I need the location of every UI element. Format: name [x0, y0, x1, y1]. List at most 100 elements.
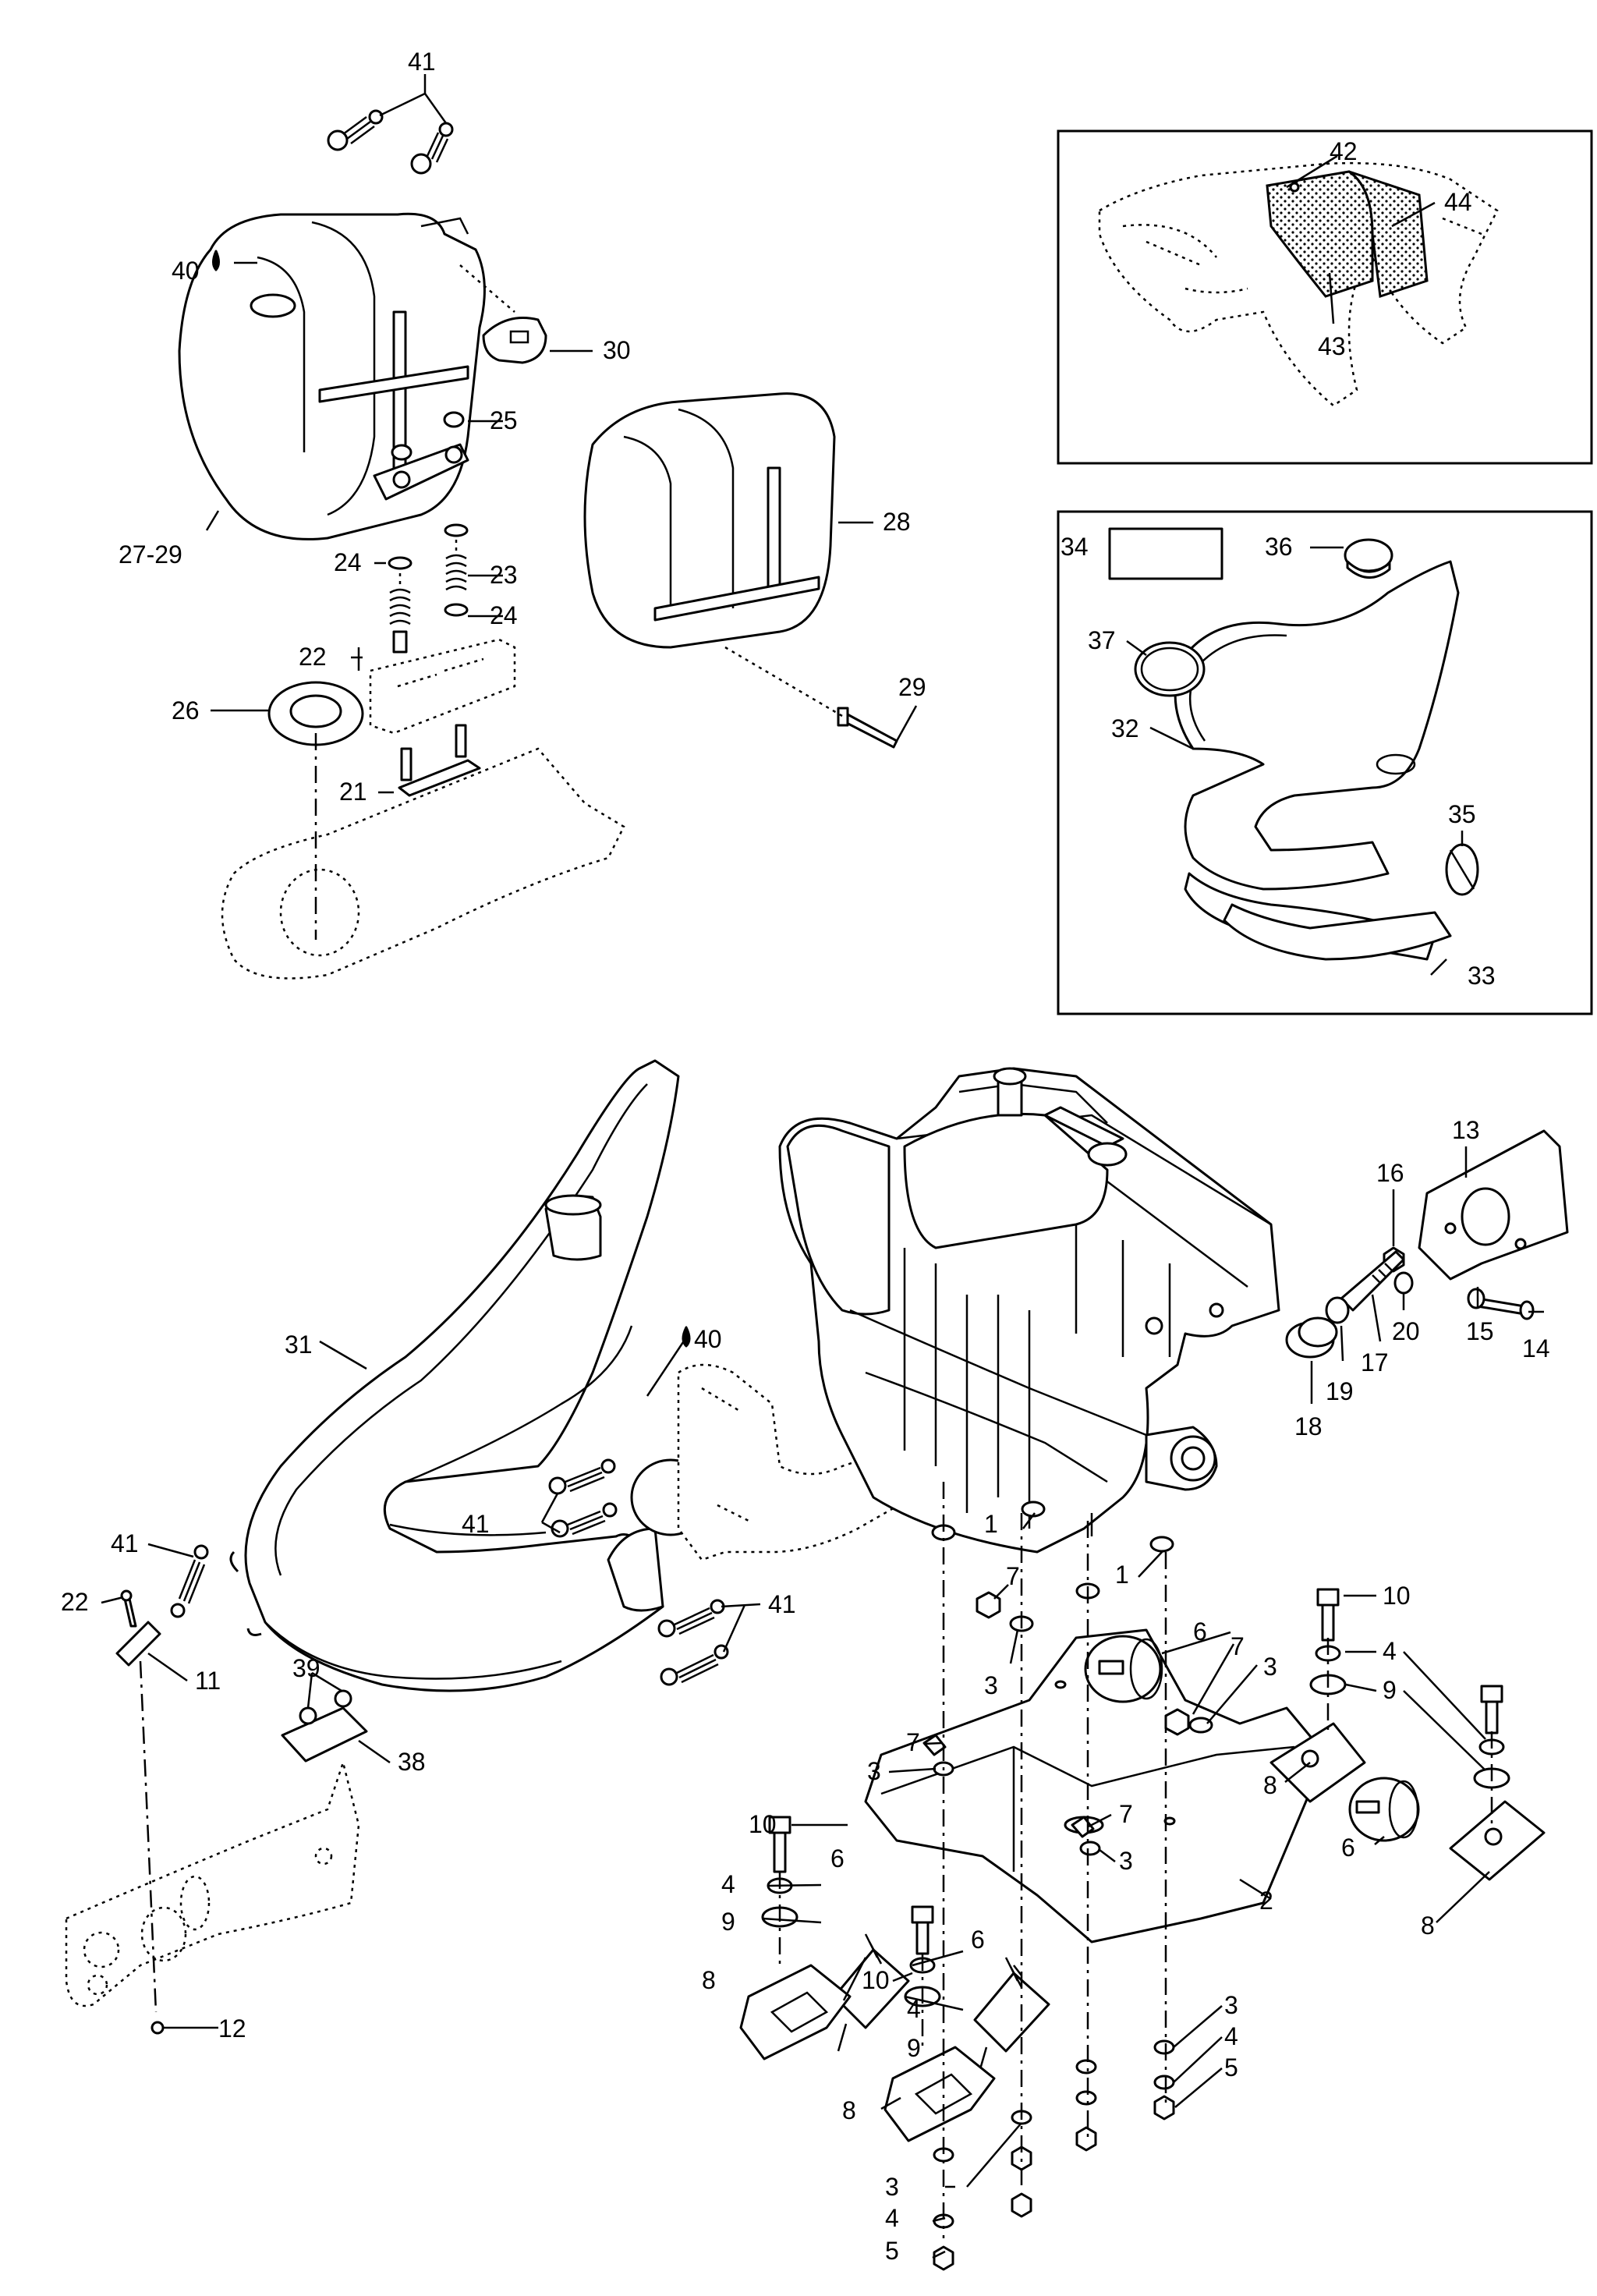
bracket-8-top [1269, 1722, 1366, 1803]
callout-7-b: 7 [1231, 1632, 1245, 1660]
spring-41-top-right [410, 122, 454, 175]
spring-41-lower-a [657, 1599, 725, 1638]
tuned-pipe-31 [229, 1059, 711, 1692]
callout-7-d: 7 [1119, 1800, 1133, 1828]
bracket-11 [115, 1621, 161, 1667]
callout-26: 26 [172, 696, 200, 725]
rubber-mount-6-left [833, 1933, 910, 2052]
insulation-panel-44 [1348, 170, 1429, 299]
bracket-13 [1418, 1129, 1569, 1281]
callout-4-a: 4 [1383, 1637, 1397, 1665]
callout-1-b: 1 [1115, 1561, 1129, 1589]
callout-37: 37 [1088, 626, 1116, 654]
spring-41-left [170, 1544, 209, 1618]
callout-24-b: 24 [490, 601, 518, 629]
callout-31: 31 [285, 1330, 313, 1359]
callout-9-c: 9 [907, 2034, 921, 2062]
spring-41-top-left [327, 109, 384, 151]
oil-drop-icon-top [212, 250, 220, 271]
callout-38: 38 [398, 1748, 426, 1776]
callout-35: 35 [1448, 800, 1476, 828]
shaft-17 [1340, 1250, 1405, 1312]
bracket-38 [281, 1689, 368, 1763]
callout-3-c: 3 [867, 1757, 881, 1785]
callout-40-mid: 40 [694, 1325, 722, 1353]
callout-33: 33 [1468, 962, 1496, 990]
callout-23: 23 [490, 561, 518, 589]
leader-lines [101, 74, 1544, 2259]
bolt-10-c [1316, 1588, 1340, 1642]
bolt-10-d [1480, 1685, 1503, 1734]
callout-9-a: 9 [1383, 1676, 1397, 1704]
muffler-body [178, 212, 486, 540]
callout-19: 19 [1326, 1377, 1354, 1405]
bracket-8-right [1449, 1800, 1546, 1881]
belly-pan-outline [221, 747, 625, 980]
muffler-cover-28 [583, 392, 836, 649]
callout-6-c: 6 [1341, 1834, 1355, 1862]
callout-4-d: 4 [1224, 2022, 1238, 2050]
callout-11: 11 [195, 1667, 221, 1695]
callout-41-mid: 41 [462, 1510, 490, 1538]
callout-8-d: 8 [842, 2096, 856, 2124]
exhaust-manifold-outline [369, 638, 516, 735]
callout-2: 2 [1259, 1887, 1273, 1915]
washer-15 [1467, 1288, 1485, 1309]
spring-41-pipe-upper [548, 1458, 616, 1495]
callout-41-left: 41 [111, 1529, 139, 1557]
oil-drop-icon-mid [682, 1326, 691, 1348]
part-30-bracket [482, 317, 547, 364]
callout-22-low: 22 [61, 1588, 89, 1616]
base-plate-21 [398, 724, 481, 797]
callout-22-top: 22 [299, 643, 327, 671]
callout-39: 39 [292, 1654, 320, 1682]
clamp-37 [1134, 641, 1206, 697]
callout-4-e: 4 [885, 2204, 899, 2232]
bracket-8-left [739, 1964, 852, 2060]
washer-20 [1393, 1271, 1414, 1295]
callout-24-a: 24 [334, 548, 362, 576]
callout-6-b: 6 [830, 1844, 845, 1873]
callout-12: 12 [218, 2014, 246, 2043]
callout-8-b: 8 [1421, 1912, 1435, 1940]
frame-rail-outline [65, 1759, 360, 2007]
callout-41-low: 41 [768, 1590, 796, 1618]
callout-25: 25 [490, 406, 518, 434]
callout-3-f: 3 [885, 2173, 899, 2201]
callout-10-a: 10 [1383, 1582, 1411, 1610]
rivet-12 [150, 2021, 165, 2035]
spring-23-right [444, 523, 469, 617]
label-box-34 [1108, 527, 1223, 580]
callout-17: 17 [1361, 1348, 1389, 1377]
bolt-14 [1476, 1297, 1535, 1320]
clamp-35 [1445, 843, 1479, 896]
callout-10-b: 10 [749, 1810, 777, 1838]
exhaust-manifold-mid-outline [677, 1363, 914, 1561]
callout-9-b: 9 [721, 1908, 735, 1936]
bracket-8-center [883, 2046, 996, 2142]
callout-20: 20 [1392, 1317, 1420, 1345]
callout-7-c: 7 [906, 1728, 920, 1756]
bolt-29 [837, 707, 898, 749]
callout-41-top: 41 [408, 48, 436, 76]
callout-numbers: 41 40 30 25 27-29 28 24 23 24 22 26 29 2… [61, 48, 1550, 2265]
bolt-10-b [911, 1905, 934, 1955]
callout-8-c: 8 [702, 1966, 716, 1994]
callout-29: 29 [898, 673, 926, 701]
callout-3-e: 3 [1224, 1991, 1238, 2019]
callout-5-a: 5 [1224, 2053, 1238, 2082]
callout-10-c: 10 [862, 1966, 890, 1994]
heat-shield-assembly [1098, 161, 1499, 407]
callout-3-b: 3 [1263, 1653, 1277, 1681]
callout-8-a: 8 [1263, 1771, 1277, 1799]
callout-6-a: 6 [1193, 1617, 1207, 1646]
callout-40-top: 40 [172, 257, 200, 285]
engine-block [778, 1067, 1280, 1554]
callout-3-a: 3 [984, 1671, 998, 1699]
callout-34: 34 [1061, 533, 1089, 561]
callout-30: 30 [603, 336, 631, 364]
rubber-mount-6-right [1348, 1777, 1420, 1842]
rubber-mount-6-top [1084, 1635, 1163, 1703]
callout-18: 18 [1294, 1412, 1323, 1440]
